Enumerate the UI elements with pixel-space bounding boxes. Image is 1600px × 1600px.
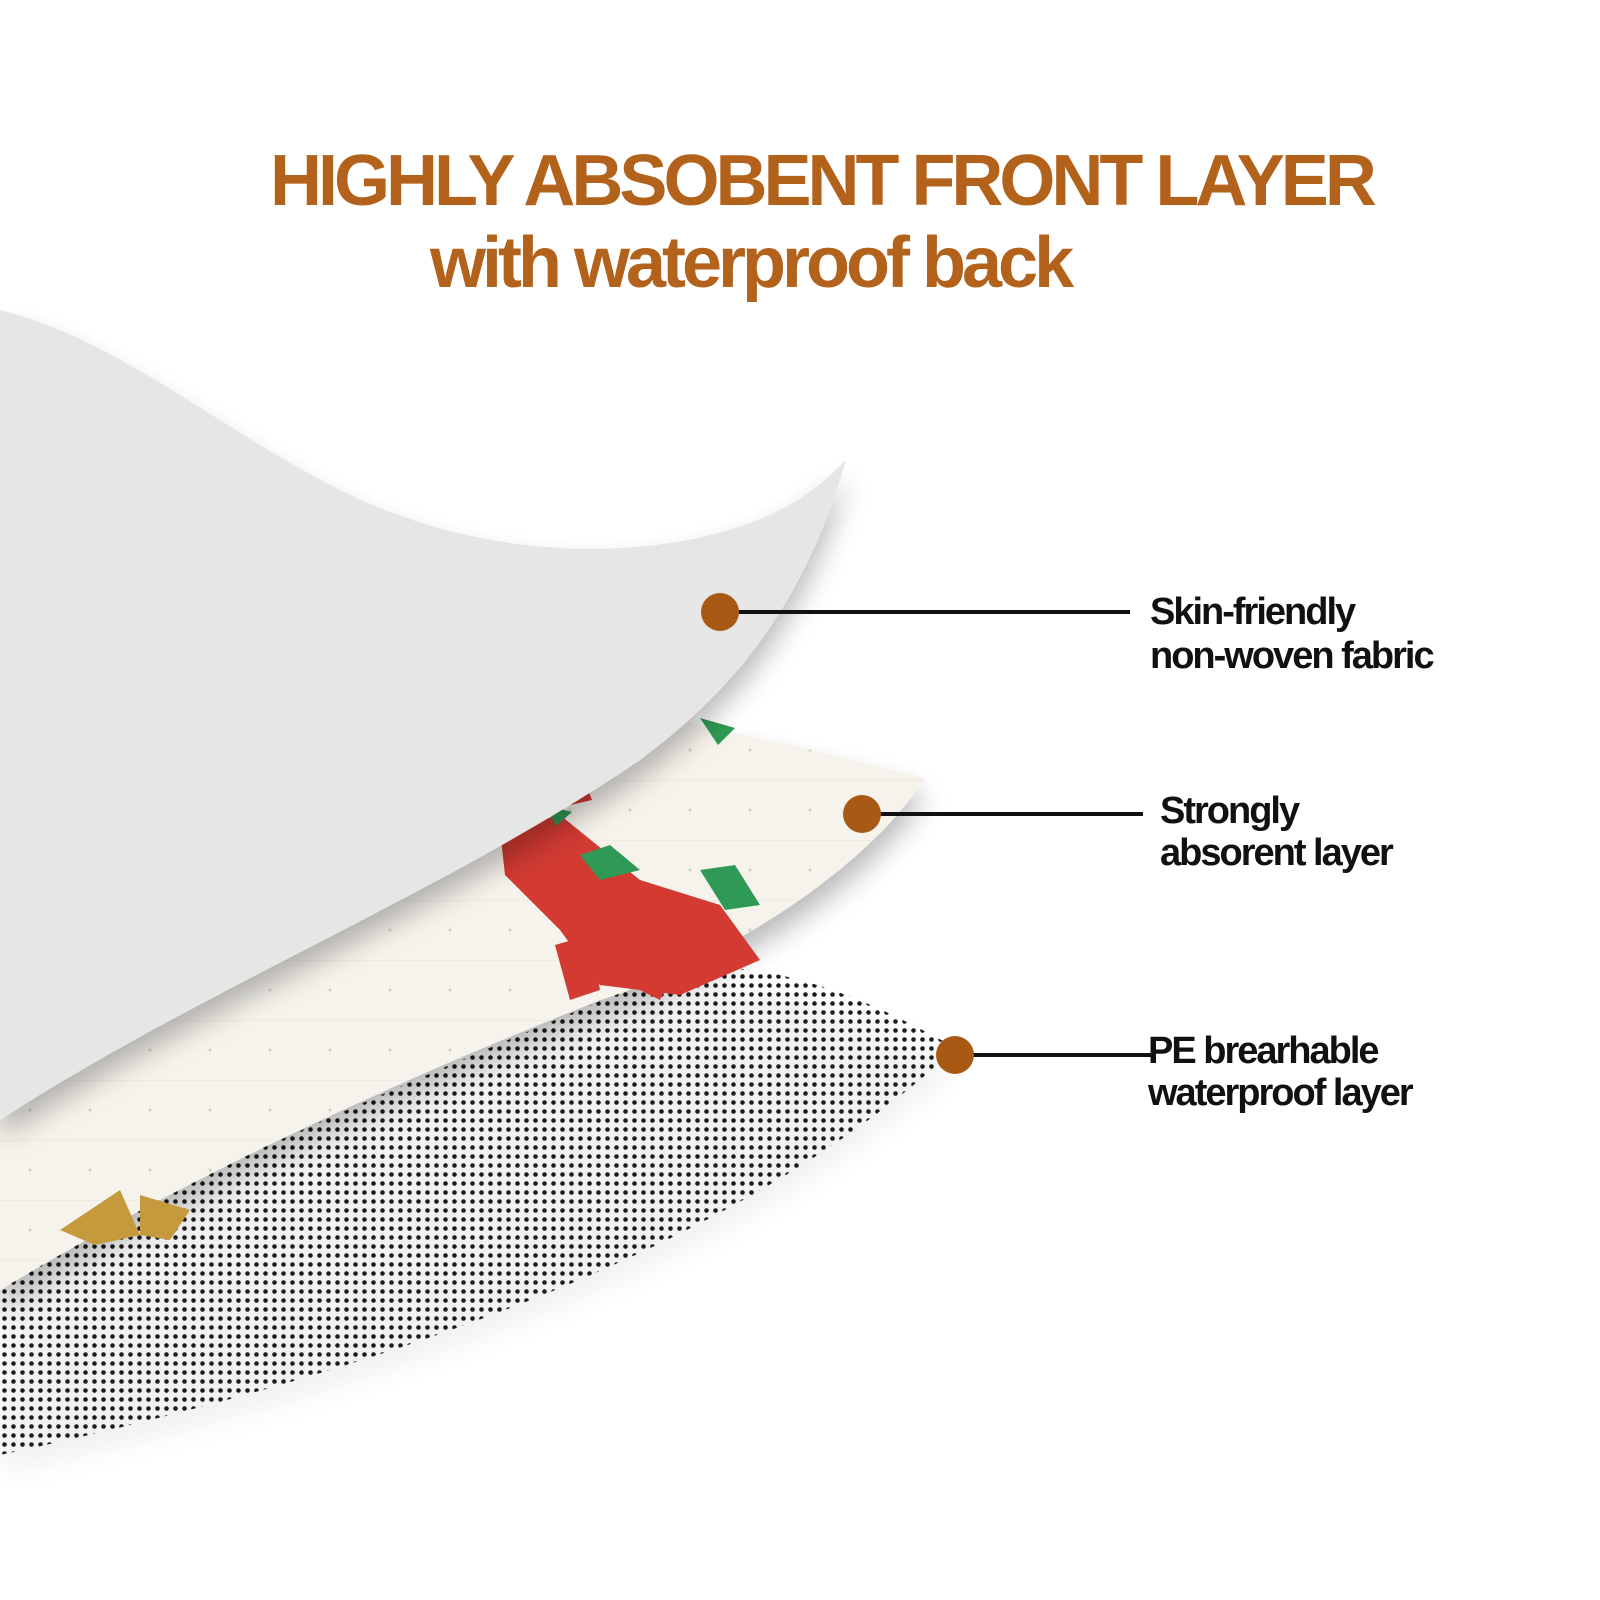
- title-line-2: with waterproof back: [430, 223, 1074, 303]
- callout-marker-2: [843, 795, 881, 833]
- bottom-layer-pe: [0, 966, 956, 1455]
- callout-label-line: waterproof layer: [1148, 1072, 1414, 1114]
- top-layer-nonwoven: [0, 310, 846, 1120]
- callout-label-line: non-woven fabric: [1150, 635, 1435, 677]
- callout-label-pe: PE brearhable waterproof layer: [1148, 1030, 1414, 1114]
- callout-marker-3: [936, 1036, 974, 1074]
- callout-label-line: Skin-friendly: [1150, 591, 1356, 633]
- callout-label-line: Strongly: [1160, 790, 1300, 832]
- callout-label-line: PE brearhable: [1148, 1030, 1380, 1072]
- callout-label-absorbent: Strongly absorent layer: [1160, 790, 1394, 874]
- title-line-1: HIGHLY ABSOBENT FRONT LAYER: [270, 141, 1377, 221]
- callout-marker-1: [701, 593, 739, 631]
- callout-label-line: absorent layer: [1160, 832, 1394, 874]
- callout-label-nonwoven: Skin-friendly non-woven fabric: [1150, 590, 1435, 678]
